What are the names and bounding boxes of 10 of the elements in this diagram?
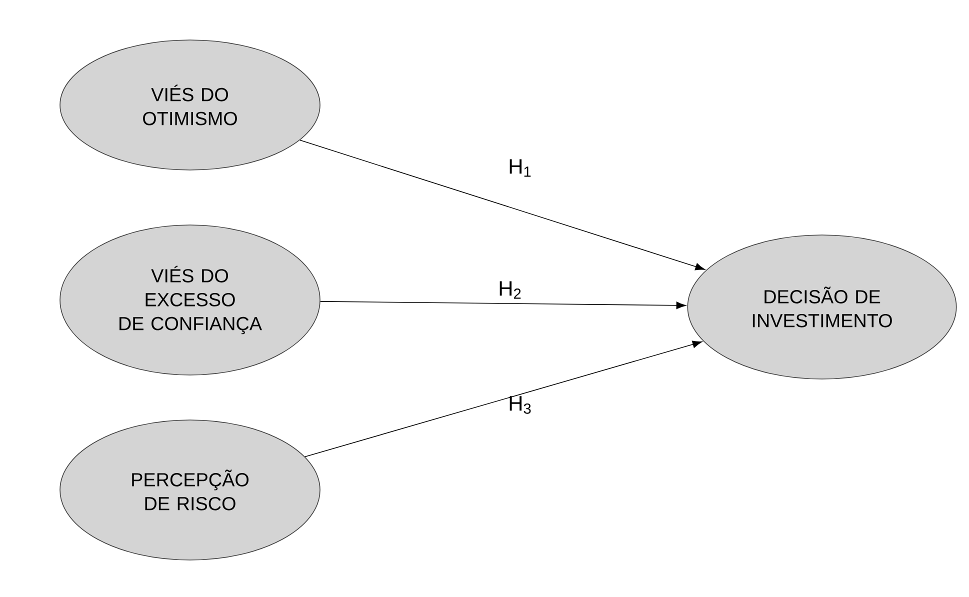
edge-label: H$_{1}$ xyxy=(510,159,531,177)
ellipse-node: VIÉS DO EXCESSO DE CONFIANÇA xyxy=(60,224,320,376)
edge-label: H$_{2}$ xyxy=(500,281,521,299)
arrow xyxy=(300,140,705,270)
ellipse-node: VIÉS DO OTIMISMO xyxy=(60,40,320,170)
edge-label: H$_{3}$ xyxy=(510,396,531,414)
arrow xyxy=(304,340,702,458)
arrow xyxy=(320,301,686,310)
ellipse-node: DECISÃO DE INVESTIMENTO xyxy=(687,234,957,380)
ellipse-node: PERCEPÇÃO DE RISCO xyxy=(60,420,320,560)
